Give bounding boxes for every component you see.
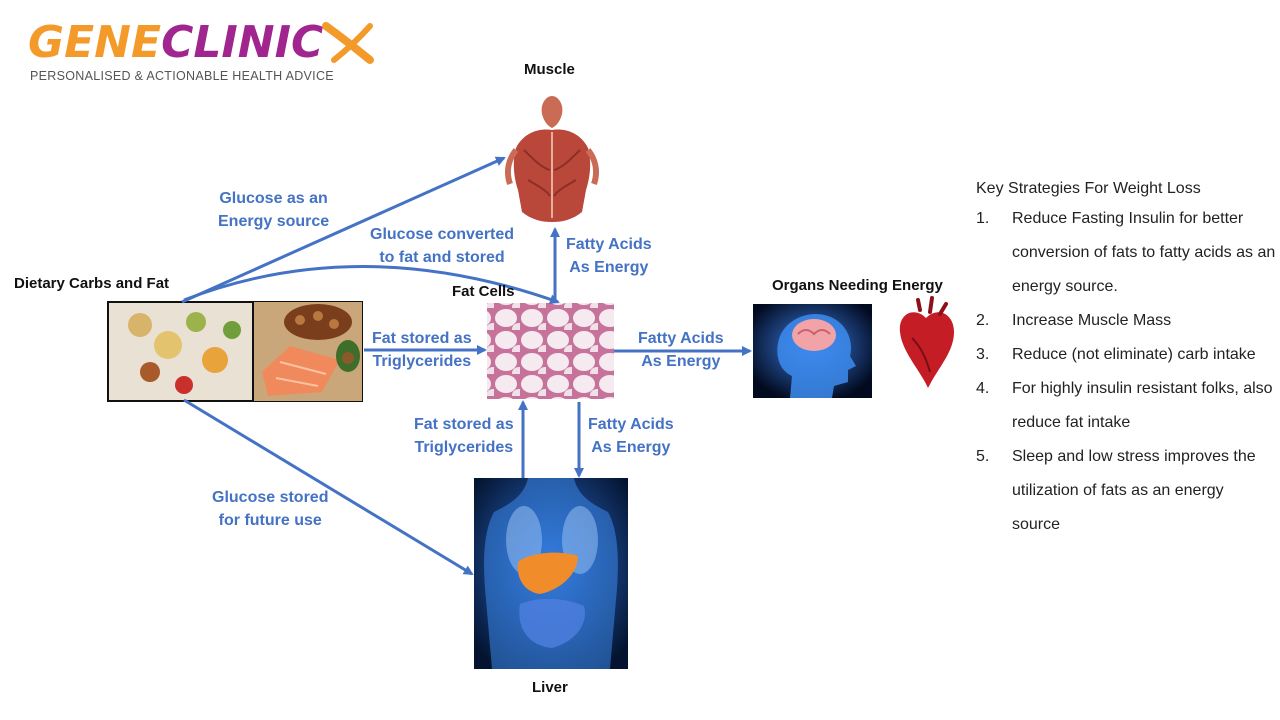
muscle-back-image <box>505 96 599 222</box>
edge-label-fatty-acids-muscle: Fatty Acids As Energy <box>566 236 652 276</box>
edge-label-fatty-acids-liver: Fatty Acids As Energy <box>588 416 674 456</box>
logo-gene: GENE <box>28 17 162 68</box>
arrows <box>181 156 752 576</box>
food-image <box>107 301 363 402</box>
edge-label-glucose-energy: Glucose as an Energy source <box>218 190 330 230</box>
strategies-list: 1.Reduce Fasting Insulin for better conv… <box>976 202 1276 542</box>
arrow-diet-to-fatcells-curve <box>183 265 560 305</box>
node-liver-label: Liver <box>532 679 568 696</box>
node-organs-label: Organs Needing Energy <box>772 277 943 294</box>
brain-head-image <box>753 304 872 398</box>
node-muscle-label: Muscle <box>524 61 575 78</box>
strategies-panel: Key Strategies For Weight Loss 1.Reduce … <box>976 176 1276 542</box>
strategies-title: Key Strategies For Weight Loss <box>976 180 1201 197</box>
strategy-item: 1.Reduce Fasting Insulin for better conv… <box>976 210 1276 295</box>
arrow-diet-to-liver <box>183 398 474 576</box>
strategy-item: 5.Sleep and low stress improves the util… <box>976 448 1256 533</box>
heart-image <box>899 296 954 388</box>
node-fat-cells-label: Fat Cells <box>452 283 515 300</box>
edge-label-fat-stored-diet: Fat stored as Triglycerides <box>372 330 472 370</box>
edge-label-glucose-converted: Glucose converted to fat and stored <box>370 226 515 266</box>
liver-body-image <box>474 478 628 669</box>
strategy-item: 3.Reduce (not eliminate) carb intake <box>976 346 1256 363</box>
edge-label-fat-stored-liver: Fat stored as Triglycerides <box>414 416 514 456</box>
strategy-item: 2.Increase Muscle Mass <box>976 312 1172 329</box>
strategy-item: 4.For highly insulin resistant folks, al… <box>976 380 1273 431</box>
logo-x-icon <box>322 22 374 64</box>
fat-cells-image <box>487 303 614 399</box>
edge-label-fatty-acids-organs: Fatty Acids As Energy <box>638 330 724 370</box>
edge-label-glucose-stored: Glucose stored for future use <box>212 489 329 529</box>
logo-tagline: PERSONALISED & ACTIONABLE HEALTH ADVICE <box>30 69 334 83</box>
node-dietary-label: Dietary Carbs and Fat <box>14 275 170 292</box>
geneclinic-logo: GENECLINIC PERSONALISED & ACTIONABLE HEA… <box>28 18 388 88</box>
logo-clinic: CLINIC <box>161 17 324 68</box>
arrow-diet-to-muscle <box>181 156 506 304</box>
